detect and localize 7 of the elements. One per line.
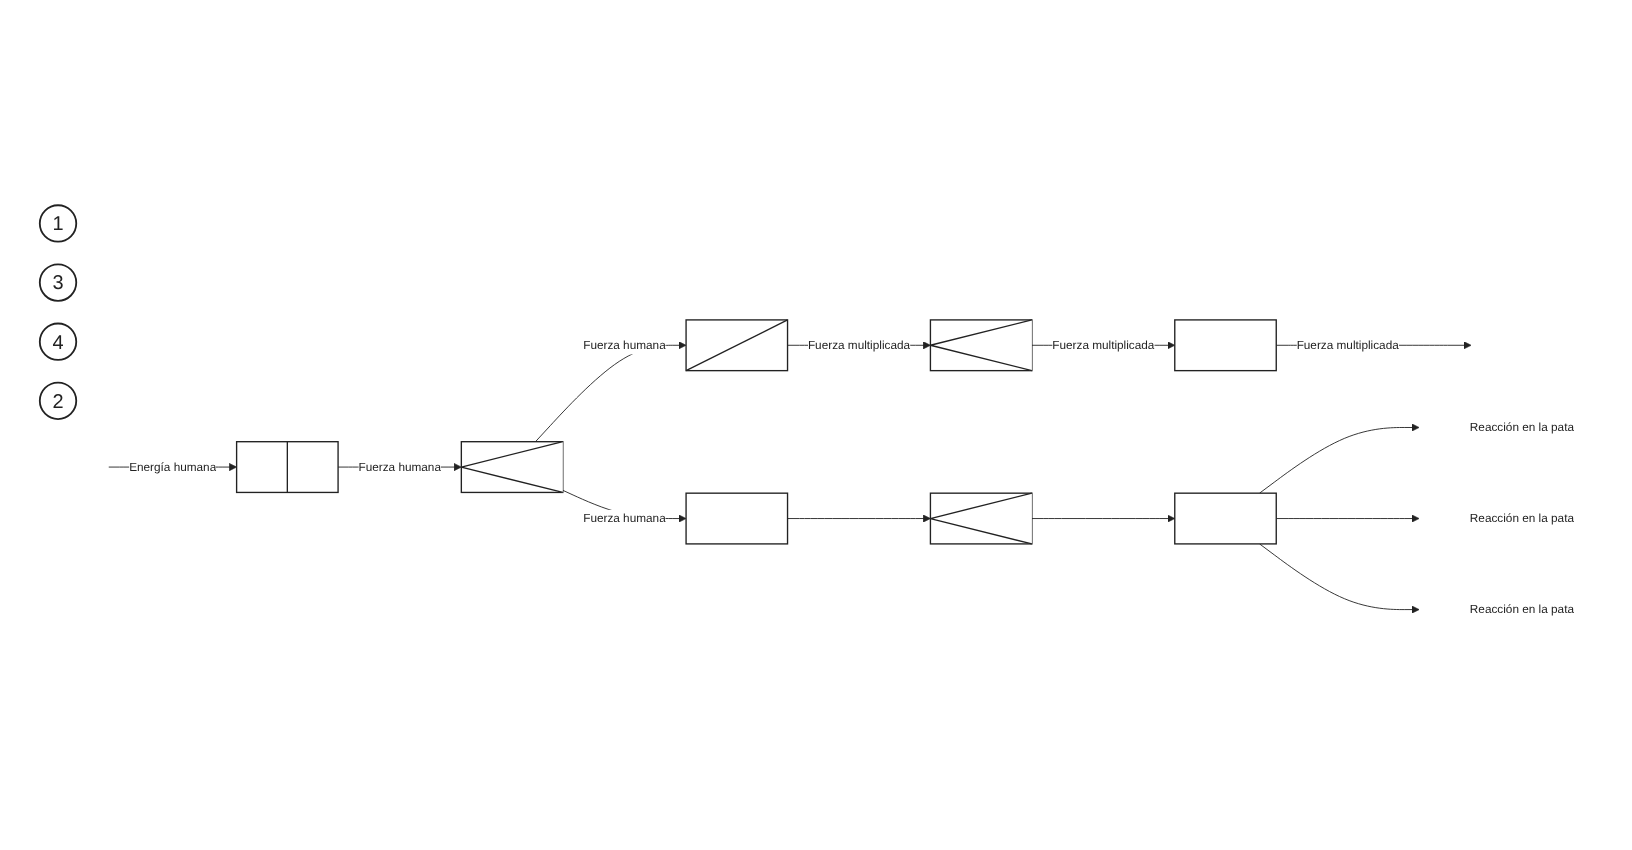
node-circle bbox=[38, 204, 78, 244]
node-circle bbox=[38, 382, 78, 421]
node-circle bbox=[38, 263, 78, 303]
node-box bbox=[1174, 319, 1277, 372]
node-box bbox=[685, 492, 789, 546]
node-box bbox=[1174, 492, 1277, 546]
node-circle bbox=[38, 323, 78, 362]
